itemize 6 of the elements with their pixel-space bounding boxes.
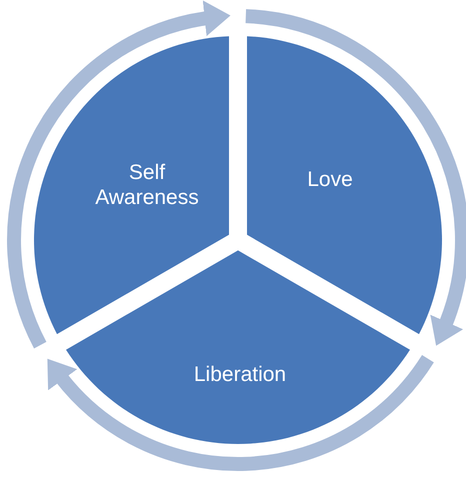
- pie-sector: [34, 36, 229, 334]
- sector-label: Liberation: [194, 362, 286, 388]
- pie-sector: [247, 36, 442, 334]
- pie-sector: [66, 250, 410, 444]
- sector-label: Love: [307, 167, 353, 193]
- sector-label: Self Awareness: [94, 160, 200, 210]
